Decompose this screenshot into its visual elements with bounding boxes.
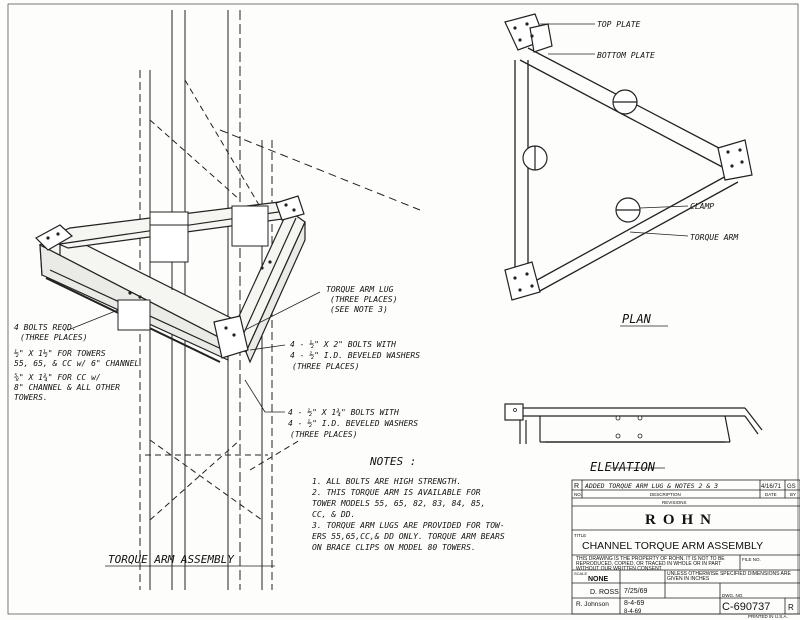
label-bolts-c-2: 4 - ½" I.D. BEVELED WASHERS (288, 418, 418, 428)
checked-by: R. Johnson (576, 601, 609, 608)
label-bolts-a-7: TOWERS. (14, 393, 48, 402)
elevation-view (504, 403, 763, 444)
label-bolts-c-1: 4 - ½" X 1¾" BOLTS WITH (288, 407, 399, 417)
checked-date: 8-4-69 (624, 600, 644, 607)
label-bolts-b-3: (THREE PLACES) (292, 362, 359, 371)
col-by: BY (790, 492, 796, 497)
rev-letter: R (574, 483, 579, 490)
tower-legs (139, 10, 421, 590)
property-note: THIS DRAWING IS THE PROPERTY OF ROHN. IT… (576, 556, 725, 572)
title-block-grid (571, 479, 800, 615)
label-bolts-a-5: ⅝" X 1¾" FOR CC w/ (14, 373, 101, 382)
note-line: 3. TORQUE ARM LUGS ARE PROVIDED FOR TOW- (311, 521, 505, 530)
approved-date: 8-4-69 (624, 609, 642, 615)
label-lug-1: TORQUE ARM LUG (326, 285, 394, 294)
revisions-heading: REVISIONS (662, 500, 687, 505)
dwg-no: C-690737 (722, 601, 770, 613)
note-line: TOWER MODELS 55, 65, 82, 83, 84, 85, (312, 499, 485, 508)
assembly-channel-left (38, 230, 247, 363)
scale-label: SCALE (574, 571, 587, 576)
dwg-no-label: DWG. NO. (722, 593, 744, 598)
label-bolts-a-3: ½" X 1½" FOR TOWERS (14, 348, 106, 358)
label-bolts-c-3: (THREE PLACES) (290, 430, 357, 439)
note-line: CC, & DD. (312, 510, 355, 519)
label-torque-arm: TORQUE ARM (690, 233, 739, 242)
label-plan: PLAN (622, 312, 652, 326)
label-bottom-plate: BOTTOM PLATE (597, 51, 655, 60)
plan-clamps (522, 89, 641, 223)
label-bolts-a-2: (THREE PLACES) (20, 333, 87, 342)
tolerance-note: UNLESS OTHERWISE SPECIFIED DIMENSIONS AR… (667, 571, 791, 582)
label-elevation: ELEVATION (590, 460, 656, 474)
label-clamp: CLAMP (690, 202, 714, 211)
notes-title: NOTES : (369, 455, 416, 468)
note-line: 1. ALL BOLTS ARE HIGH STRENGTH. (312, 477, 461, 486)
title-label: TITLE (574, 533, 586, 538)
assembly-channel-right (227, 209, 306, 364)
file-no-label: FILE NO. (742, 557, 761, 562)
note-line: ON BRACE CLIPS ON MODEL 80 TOWERS. (312, 543, 476, 552)
revision-by: GS (787, 484, 796, 490)
elevation-holes (513, 408, 643, 439)
sheet-border (7, 3, 799, 615)
label-bolts-a-1: 4 BOLTS REQD. (14, 323, 77, 332)
note-line: 2. THIS TORQUE ARM IS AVAILABLE FOR (312, 488, 481, 497)
label-top-plate: TOP PLATE (597, 20, 641, 29)
revision-date: 4/16/71 (761, 484, 782, 490)
company-name: ROHN (645, 512, 718, 528)
drawing-title: CHANNEL TORQUE ARM ASSEMBLY (582, 540, 763, 552)
drawn-by: D. ROSS (590, 589, 619, 596)
label-assembly: TORQUE ARM ASSEMBLY (108, 553, 235, 566)
assembly-clamps (117, 205, 269, 331)
label-bolts-a-6: 8" CHANNEL & ALL OTHER (14, 383, 120, 392)
label-bolts-a-4: 55, 65, & CC w/ 6" CHANNEL (14, 359, 139, 368)
revision-text: ADDED TORQUE ARM LUG & NOTES 2 & 3 (584, 482, 718, 490)
rev-code: R (788, 603, 794, 612)
label-lug-3: (SEE NOTE 3) (330, 305, 388, 314)
plan-bolts (513, 22, 744, 292)
col-date: DATE (765, 492, 777, 497)
note-line: ERS 55,65,CC,& DD ONLY. TORQUE ARM BEARS (312, 532, 505, 541)
label-bolts-b-2: 4 - ½" I.D. BEVELED WASHERS (290, 350, 420, 360)
col-no: NO. (574, 492, 582, 497)
printed-note: PRINTED IN U.S.A. (748, 614, 788, 619)
leader-lines (67, 23, 689, 567)
assembly-plates (35, 195, 305, 359)
plan-frame (514, 47, 739, 293)
label-lug-2: (THREE PLACES) (330, 295, 397, 304)
drawn-date: 7/25/69 (624, 588, 647, 595)
label-bolts-b-1: 4 - ½" X 2" BOLTS WITH (290, 339, 396, 349)
scale-value: NONE (588, 576, 609, 583)
plan-plates (504, 13, 753, 301)
col-description: DESCRIPTION (650, 492, 681, 497)
